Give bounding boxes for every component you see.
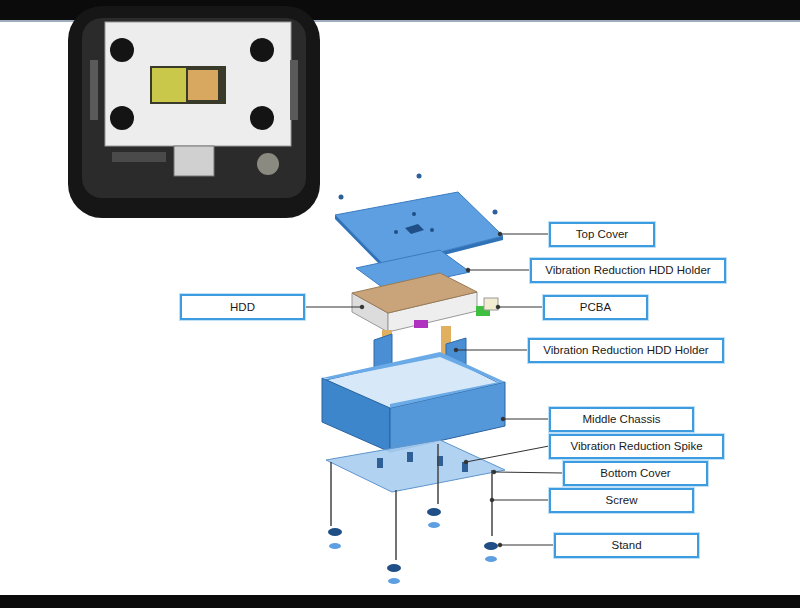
leader-line xyxy=(305,307,362,308)
photo-strip xyxy=(112,152,166,162)
screw xyxy=(330,462,332,526)
top-cover-hole xyxy=(430,228,434,232)
spike xyxy=(377,458,383,468)
top-cover-hole xyxy=(412,212,416,216)
photo-label xyxy=(188,70,218,100)
leader-dot xyxy=(498,543,502,547)
stand xyxy=(427,508,441,516)
hdd-connector xyxy=(414,320,428,328)
leader-dot xyxy=(496,305,500,309)
leader-line xyxy=(503,419,549,420)
leader-line xyxy=(498,307,543,308)
photo-plate xyxy=(105,22,291,146)
leader-line xyxy=(466,446,549,462)
screw-head xyxy=(493,210,498,215)
part-name: Vibration Reduction HDD Holder xyxy=(543,264,712,277)
part-name: Stand xyxy=(609,539,643,552)
leader-lines xyxy=(305,232,563,547)
leader-dot xyxy=(466,268,470,272)
label-box: Stand xyxy=(554,533,699,558)
leader-dot xyxy=(454,348,458,352)
leader-dot xyxy=(492,470,496,474)
stand xyxy=(484,542,498,550)
label-box: Bottom Cover xyxy=(563,461,708,486)
part-name: Screw xyxy=(604,494,640,507)
bottom-frame-band xyxy=(0,595,800,608)
photo-case xyxy=(68,6,320,218)
part-name: HDD xyxy=(228,301,257,314)
label-box: Top Cover xyxy=(549,222,655,247)
top-cover-hole xyxy=(394,230,398,234)
stand-pad xyxy=(485,556,497,562)
part-name: Top Cover xyxy=(574,228,630,241)
leader-line xyxy=(468,270,530,271)
label-box: Middle Chassis xyxy=(549,407,694,432)
top-cover-mark xyxy=(405,224,424,234)
stand xyxy=(328,528,342,536)
label-box: PCBA xyxy=(543,295,648,320)
label-box: Vibration Reduction Spike xyxy=(549,434,724,459)
leader-line xyxy=(494,472,563,473)
stand-pad xyxy=(329,543,341,549)
device-photo xyxy=(68,6,320,218)
leader-dot xyxy=(360,305,364,309)
hdd-top xyxy=(352,273,477,313)
spike xyxy=(407,452,413,462)
screw xyxy=(491,470,493,536)
leader-line xyxy=(500,545,554,546)
bottom-cover xyxy=(326,440,505,492)
chassis-rim xyxy=(322,352,505,408)
photo-bracket xyxy=(174,146,214,176)
photo-hole xyxy=(250,106,274,130)
leader-dot xyxy=(464,460,468,464)
photo-inner xyxy=(82,18,306,198)
part-name: PCBA xyxy=(578,301,613,314)
leader-dot xyxy=(501,417,505,421)
label-box: Vibration Reduction HDD Holder xyxy=(528,338,724,363)
leader-line xyxy=(492,500,549,501)
screw-head xyxy=(339,195,344,200)
photo-port xyxy=(257,153,279,175)
part-name: Vibration Reduction HDD Holder xyxy=(541,344,710,357)
part-name: Bottom Cover xyxy=(598,467,672,480)
screw xyxy=(395,490,397,560)
leader-dot xyxy=(490,498,494,502)
leader-line xyxy=(500,234,549,235)
part-name: Vibration Reduction Spike xyxy=(568,440,704,453)
stand-pad xyxy=(428,522,440,528)
label-box: Screw xyxy=(549,488,694,513)
stand xyxy=(387,564,401,572)
pcba-connector xyxy=(484,298,498,310)
label-box: HDD xyxy=(180,294,305,320)
label-box: Vibration Reduction HDD Holder xyxy=(530,258,726,283)
photo-hole xyxy=(110,38,134,62)
screw xyxy=(437,444,439,504)
screw-head xyxy=(417,174,422,179)
photo-window xyxy=(150,66,226,104)
photo-label xyxy=(152,68,186,102)
part-name: Middle Chassis xyxy=(581,413,663,426)
leader-line xyxy=(456,350,528,351)
photo-hole xyxy=(110,106,134,130)
photo-clip xyxy=(90,60,98,120)
leader-dot xyxy=(498,232,502,236)
chassis-wall xyxy=(322,378,390,452)
photo-hole xyxy=(250,38,274,62)
photo-clip xyxy=(290,60,298,120)
stand-pad xyxy=(388,578,400,584)
